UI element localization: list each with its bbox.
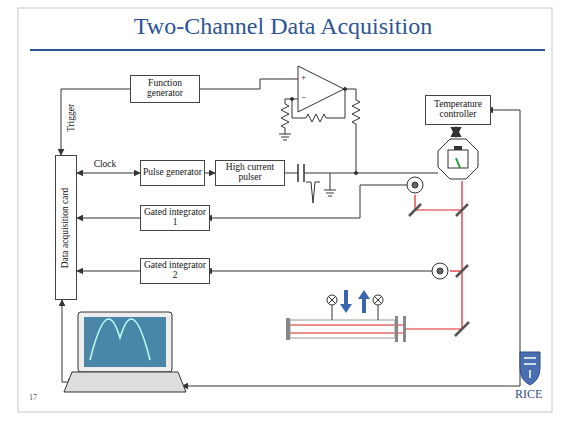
box-label: Gated integrator 2 — [141, 261, 209, 281]
laser-cavity — [403, 316, 406, 342]
op-amp-circuit — [196, 66, 360, 173]
temperature-controller-box: Temperature controller — [425, 95, 491, 125]
pin-sign: − — [300, 93, 307, 103]
valve — [327, 295, 337, 305]
pulser-output-wire — [298, 164, 304, 182]
sample-cryostat — [438, 127, 478, 179]
pulser-output-wire — [324, 173, 336, 196]
laser-beam — [405, 181, 462, 329]
op-amp-circuit — [196, 79, 298, 89]
daq-card-box: Data acquisition card — [55, 155, 77, 300]
rice-shield — [524, 358, 536, 378]
sample-cryostat — [438, 139, 478, 179]
photodetector — [432, 263, 448, 279]
mirror — [409, 204, 469, 336]
laser-beam — [290, 332, 405, 333]
slide-title: Two-Channel Data Acquisition — [0, 13, 566, 40]
rice-shield — [520, 352, 540, 385]
mirror — [455, 322, 469, 336]
sample-cryostat — [454, 146, 462, 150]
valve — [373, 295, 383, 305]
pulser-box: High current pulser — [215, 160, 285, 186]
mirror — [409, 204, 421, 216]
op-amp-circuit — [279, 134, 291, 140]
mirror — [456, 265, 468, 277]
mirror — [456, 204, 468, 216]
photodetector — [412, 182, 418, 188]
signal-connector — [61, 89, 130, 155]
laptop-computer — [84, 317, 166, 367]
signal-wire — [62, 300, 74, 382]
rice-shield — [520, 352, 540, 385]
laser-cavity — [286, 316, 406, 342]
title-rule — [30, 49, 545, 51]
signal-wire — [182, 110, 520, 386]
signal-name: Trigger — [66, 103, 76, 133]
gas-flow-arrow — [340, 290, 352, 313]
pulser-output-wire — [355, 172, 358, 175]
signal-wire — [62, 110, 520, 386]
valve — [378, 305, 379, 320]
gas-flow-arrow — [358, 290, 370, 313]
laser-cavity — [290, 320, 395, 338]
signal-connector — [205, 173, 215, 174]
laser-cavity — [395, 316, 398, 342]
photodetector — [437, 268, 443, 274]
laptop-computer — [90, 319, 150, 360]
box-label: Gated integrator 1 — [141, 208, 209, 228]
photodetector — [407, 177, 448, 279]
laser-beam — [290, 324, 405, 325]
box-label: High current pulser — [216, 163, 284, 183]
laser-cavity — [286, 318, 290, 340]
op-amp-circuit — [291, 98, 294, 101]
signal-wire — [206, 185, 407, 218]
valve — [327, 295, 383, 320]
valve — [332, 305, 333, 320]
op-amp-circuit — [281, 99, 298, 134]
box-label: Function generator — [131, 79, 199, 99]
laptop-computer — [64, 372, 186, 392]
slide-frame — [18, 8, 552, 412]
laptop-computer — [78, 312, 172, 372]
box-label: Pulse generator — [143, 168, 202, 178]
signal-wire — [206, 271, 432, 272]
function-generator-box: Function generator — [130, 75, 200, 103]
photodetector — [407, 177, 423, 193]
signal-connector — [77, 218, 140, 219]
op-amp-circuit — [292, 89, 345, 122]
laser-beam — [415, 195, 462, 210]
laptop-computer — [64, 312, 186, 392]
pin-sign: + — [300, 73, 307, 83]
box-label: Temperature controller — [426, 100, 490, 120]
laser-beam — [290, 181, 462, 333]
gas-flow-arrow — [340, 290, 370, 313]
op-amp-circuit — [344, 88, 347, 91]
integrator-box: Gated integrator 2 — [140, 258, 210, 284]
sample-cryostat — [456, 158, 460, 168]
sample-cryostat — [448, 150, 468, 168]
op-amp-circuit — [298, 66, 344, 112]
slide-number: 17 — [28, 394, 38, 403]
signal-connector — [77, 173, 140, 174]
box-label: Data acquisition card — [61, 187, 71, 268]
pulse-generator-box: Pulse generator — [140, 160, 205, 186]
valve — [329, 297, 336, 304]
signal-connector — [77, 271, 140, 272]
sample-cryostat — [455, 127, 457, 137]
signal-name: Clock — [93, 159, 118, 169]
logo-text: RICE — [514, 388, 543, 401]
valve — [375, 297, 382, 304]
pulser-output-wire — [306, 182, 320, 203]
integrator-box: Gated integrator 1 — [140, 205, 210, 231]
op-amp-circuit — [344, 89, 360, 173]
